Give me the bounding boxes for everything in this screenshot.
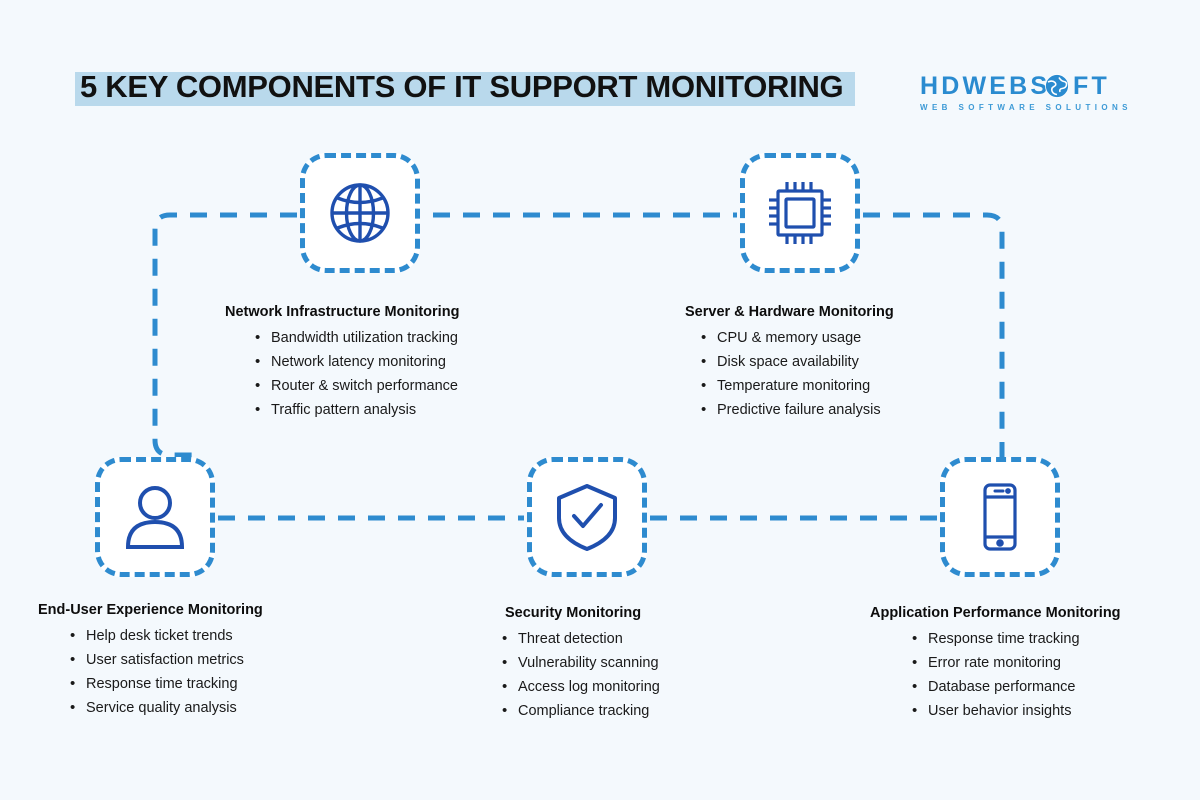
icon-box-enduser[interactable] — [95, 457, 215, 577]
list-item: Service quality analysis — [68, 696, 263, 720]
icon-box-application[interactable] — [940, 457, 1060, 577]
list-item: Bandwidth utilization tracking — [253, 326, 459, 350]
list-item: Error rate monitoring — [910, 651, 1121, 675]
block-title-security: Security Monitoring — [505, 605, 642, 621]
logo-tagline: WEB SOFTWARE SOLUTIONS — [920, 103, 1132, 112]
text-block-application: Application Performance Monitoring Respo… — [870, 603, 1121, 723]
icon-box-network[interactable] — [300, 153, 420, 273]
list-item: Network latency monitoring — [253, 350, 459, 374]
text-block-enduser: End-User Experience Monitoring Help desk… — [38, 600, 263, 720]
company-logo: HDWEBSOFT WEB SOFTWARE SOLUTIONS — [920, 72, 1130, 118]
list-item: Help desk ticket trends — [68, 624, 263, 648]
block-list-security: Threat detection Vulnerability scanning … — [500, 627, 660, 723]
icon-box-server[interactable] — [740, 153, 860, 273]
block-list-network: Bandwidth utilization tracking Network l… — [253, 326, 459, 422]
icon-box-security[interactable] — [527, 457, 647, 577]
list-item: User satisfaction metrics — [68, 648, 263, 672]
list-item: Compliance tracking — [500, 699, 660, 723]
text-block-server: Server & Hardware Monitoring CPU & memor… — [685, 302, 894, 422]
user-icon — [120, 481, 190, 553]
block-list-enduser: Help desk ticket trends User satisfactio… — [68, 624, 263, 720]
list-item: Database performance — [910, 675, 1121, 699]
list-item: Predictive failure analysis — [699, 398, 894, 422]
logo-word-part2: FT — [1072, 72, 1110, 100]
list-item: Traffic pattern analysis — [253, 398, 459, 422]
cpu-chip-icon — [764, 177, 836, 249]
globe-icon — [323, 176, 397, 250]
list-item: Router & switch performance — [253, 374, 459, 398]
list-item: Response time tracking — [68, 672, 263, 696]
text-block-security: Security Monitoring Threat detection Vul… — [500, 603, 660, 723]
list-item: Temperature monitoring — [699, 374, 894, 398]
text-block-network: Network Infrastructure Monitoring Bandwi… — [225, 302, 459, 422]
list-item: Response time tracking — [910, 627, 1121, 651]
logo-word-part1: HDWEBS — [920, 72, 1051, 100]
block-title-application: Application Performance Monitoring — [870, 605, 1121, 621]
block-list-application: Response time tracking Error rate monito… — [910, 627, 1121, 723]
smartphone-icon — [976, 481, 1024, 553]
block-title-network: Network Infrastructure Monitoring — [225, 304, 460, 320]
block-list-server: CPU & memory usage Disk space availabili… — [699, 326, 894, 422]
block-title-server: Server & Hardware Monitoring — [685, 304, 894, 320]
list-item: Threat detection — [500, 627, 660, 651]
list-item: Access log monitoring — [500, 675, 660, 699]
shield-check-icon — [554, 481, 620, 553]
list-item: Disk space availability — [699, 350, 894, 374]
list-item: CPU & memory usage — [699, 326, 894, 350]
globe-icon — [1044, 73, 1070, 99]
page-title: 5 KEY COMPONENTS OF IT SUPPORT MONITORIN… — [80, 69, 844, 104]
list-item: Vulnerability scanning — [500, 651, 660, 675]
list-item: User behavior insights — [910, 699, 1121, 723]
logo-wordmark: HDWEBSOFT — [920, 72, 1130, 100]
title-highlight-band — [75, 72, 855, 106]
block-title-enduser: End-User Experience Monitoring — [38, 602, 263, 618]
